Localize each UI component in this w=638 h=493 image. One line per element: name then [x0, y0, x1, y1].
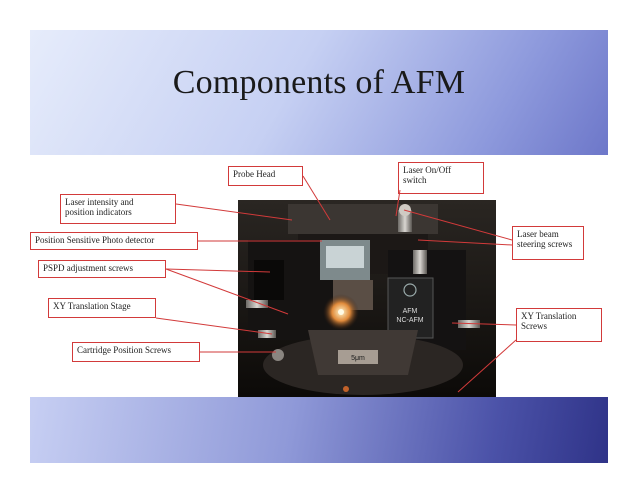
slide-title: Components of AFM — [172, 64, 466, 101]
label-pspd: Position Sensitive Photo detector — [30, 232, 198, 250]
scale-label: 5μm — [351, 355, 365, 362]
label-cartridge-screws: Cartridge Position Screws — [72, 342, 200, 362]
label-pspd-screws: PSPD adjustment screws — [38, 260, 166, 278]
slide: Components of AFM AFM NC- — [30, 30, 608, 463]
title-band: Components of AFM — [30, 30, 608, 155]
footer-band — [30, 397, 608, 463]
label-steering-screws: Laser beam steering screws — [512, 226, 584, 260]
label-xy-stage: XY Translation Stage — [48, 298, 156, 318]
label-xy-screws: XY Translation Screws — [516, 308, 602, 342]
label-laser-indicators: Laser intensity and position indicators — [60, 194, 176, 224]
device-brand: AFM — [403, 308, 418, 315]
label-laser-switch: Laser On/Off switch — [398, 162, 484, 194]
label-probe-head: Probe Head — [228, 166, 303, 186]
device-model: NC-AFM — [396, 317, 423, 324]
afm-instrument-photo: AFM NC-AFM 5μm — [238, 200, 496, 397]
